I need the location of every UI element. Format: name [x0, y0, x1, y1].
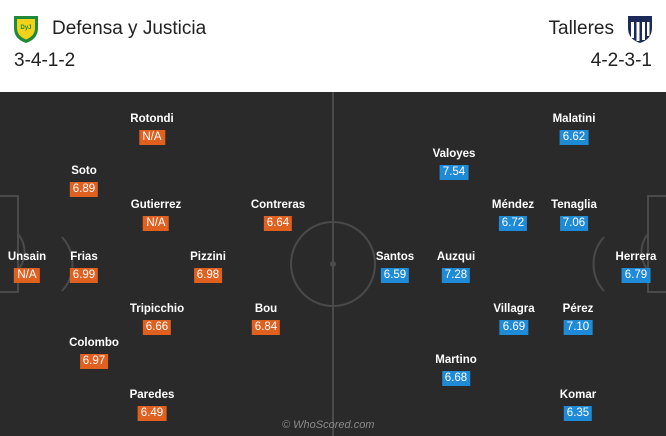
player-rating: 6.72	[498, 216, 528, 231]
player-rating: 6.68	[441, 371, 471, 386]
away-player-perez[interactable]: Pérez 7.10	[562, 302, 594, 335]
player-rating: 6.49	[137, 406, 167, 421]
player-rating: 7.10	[563, 320, 593, 335]
player-rating: 6.69	[499, 320, 529, 335]
player-name: Santos	[375, 251, 415, 263]
player-rating: 6.62	[559, 130, 589, 145]
home-player-frias[interactable]: Frias 6.99	[69, 250, 99, 283]
player-name: Tripicchio	[129, 303, 185, 315]
home-formation: 3-4-1-2	[14, 50, 76, 71]
home-player-bou[interactable]: Bou 6.84	[251, 302, 281, 335]
away-player-tenaglia[interactable]: Tenaglia 7.06	[551, 198, 597, 231]
player-rating: 6.97	[79, 354, 109, 369]
home-player-rotondi[interactable]: Rotondi N/A	[130, 112, 174, 145]
player-rating: 6.66	[142, 320, 172, 335]
player-name: Frias	[70, 251, 98, 263]
away-player-santos[interactable]: Santos 6.59	[376, 250, 414, 283]
away-player-auzqui[interactable]: Auzqui 7.28	[437, 250, 475, 283]
home-player-colombo[interactable]: Colombo 6.97	[69, 336, 119, 369]
player-name: Unsain	[7, 251, 47, 263]
away-player-mendez[interactable]: Méndez 6.72	[492, 198, 534, 231]
player-name: Paredes	[129, 389, 175, 401]
player-name: Contreras	[250, 199, 306, 211]
match-header: DyJ Defensa y Justicia 3-4-1-2 Talleres …	[0, 0, 666, 92]
player-rating: 6.64	[263, 216, 293, 231]
player-rating: 7.06	[559, 216, 589, 231]
away-team-name[interactable]: Talleres	[548, 18, 614, 39]
away-player-villagra[interactable]: Villagra 6.69	[493, 302, 535, 335]
player-name: Malatini	[552, 113, 596, 125]
player-name: Pizzini	[190, 251, 226, 263]
home-player-tripicchio[interactable]: Tripicchio 6.66	[130, 302, 184, 335]
player-rating: N/A	[139, 130, 165, 145]
player-name: Villagra	[493, 303, 535, 315]
player-rating: 6.84	[251, 320, 281, 335]
away-player-komar[interactable]: Komar 6.35	[560, 388, 596, 421]
home-player-gutierrez[interactable]: Gutierrez N/A	[130, 198, 182, 231]
player-rating: 7.28	[441, 268, 471, 283]
home-player-pizzini[interactable]: Pizzini 6.98	[190, 250, 226, 283]
home-player-contreras[interactable]: Contreras 6.64	[251, 198, 305, 231]
player-name: Méndez	[491, 199, 535, 211]
pitch-lines	[0, 92, 666, 436]
home-player-paredes[interactable]: Paredes 6.49	[129, 388, 175, 421]
defensa-crest-icon: DyJ	[14, 16, 38, 43]
pitch: Rotondi N/A Soto 6.89 Gutierrez N/A Cont…	[0, 92, 666, 436]
player-rating: 6.99	[69, 268, 99, 283]
home-player-unsain[interactable]: Unsain N/A	[8, 250, 46, 283]
player-rating: 6.98	[193, 268, 223, 283]
player-name: Herrera	[615, 251, 657, 263]
player-name: Bou	[254, 303, 278, 315]
player-name: Auzqui	[436, 251, 476, 263]
player-rating: N/A	[14, 268, 40, 283]
away-player-martino[interactable]: Martino 6.68	[435, 353, 477, 386]
home-team-name[interactable]: Defensa y Justicia	[52, 18, 207, 39]
away-player-herrera[interactable]: Herrera 6.79	[615, 250, 657, 283]
player-rating: N/A	[143, 216, 169, 231]
player-rating: 6.79	[621, 268, 651, 283]
player-name: Pérez	[562, 303, 594, 315]
player-name: Valoyes	[432, 148, 476, 160]
svg-text:DyJ: DyJ	[20, 25, 31, 31]
away-formation: 4-2-3-1	[590, 50, 652, 71]
player-name: Rotondi	[130, 113, 174, 125]
away-player-malatini[interactable]: Malatini 6.62	[552, 112, 596, 145]
player-name: Tenaglia	[551, 199, 597, 211]
talleres-crest-icon	[628, 16, 652, 43]
whoscored-watermark: © WhoScored.com	[282, 419, 375, 431]
player-rating: 6.89	[69, 182, 99, 197]
player-name: Martino	[435, 354, 477, 366]
player-name: Gutierrez	[130, 199, 182, 211]
player-rating: 7.54	[439, 165, 469, 180]
player-name: Komar	[559, 389, 597, 401]
home-player-soto[interactable]: Soto 6.89	[69, 164, 99, 197]
player-rating: 6.35	[563, 406, 593, 421]
player-name: Soto	[71, 165, 97, 177]
player-name: Colombo	[69, 337, 119, 349]
away-player-valoyes[interactable]: Valoyes 7.54	[432, 147, 476, 180]
player-rating: 6.59	[380, 268, 410, 283]
